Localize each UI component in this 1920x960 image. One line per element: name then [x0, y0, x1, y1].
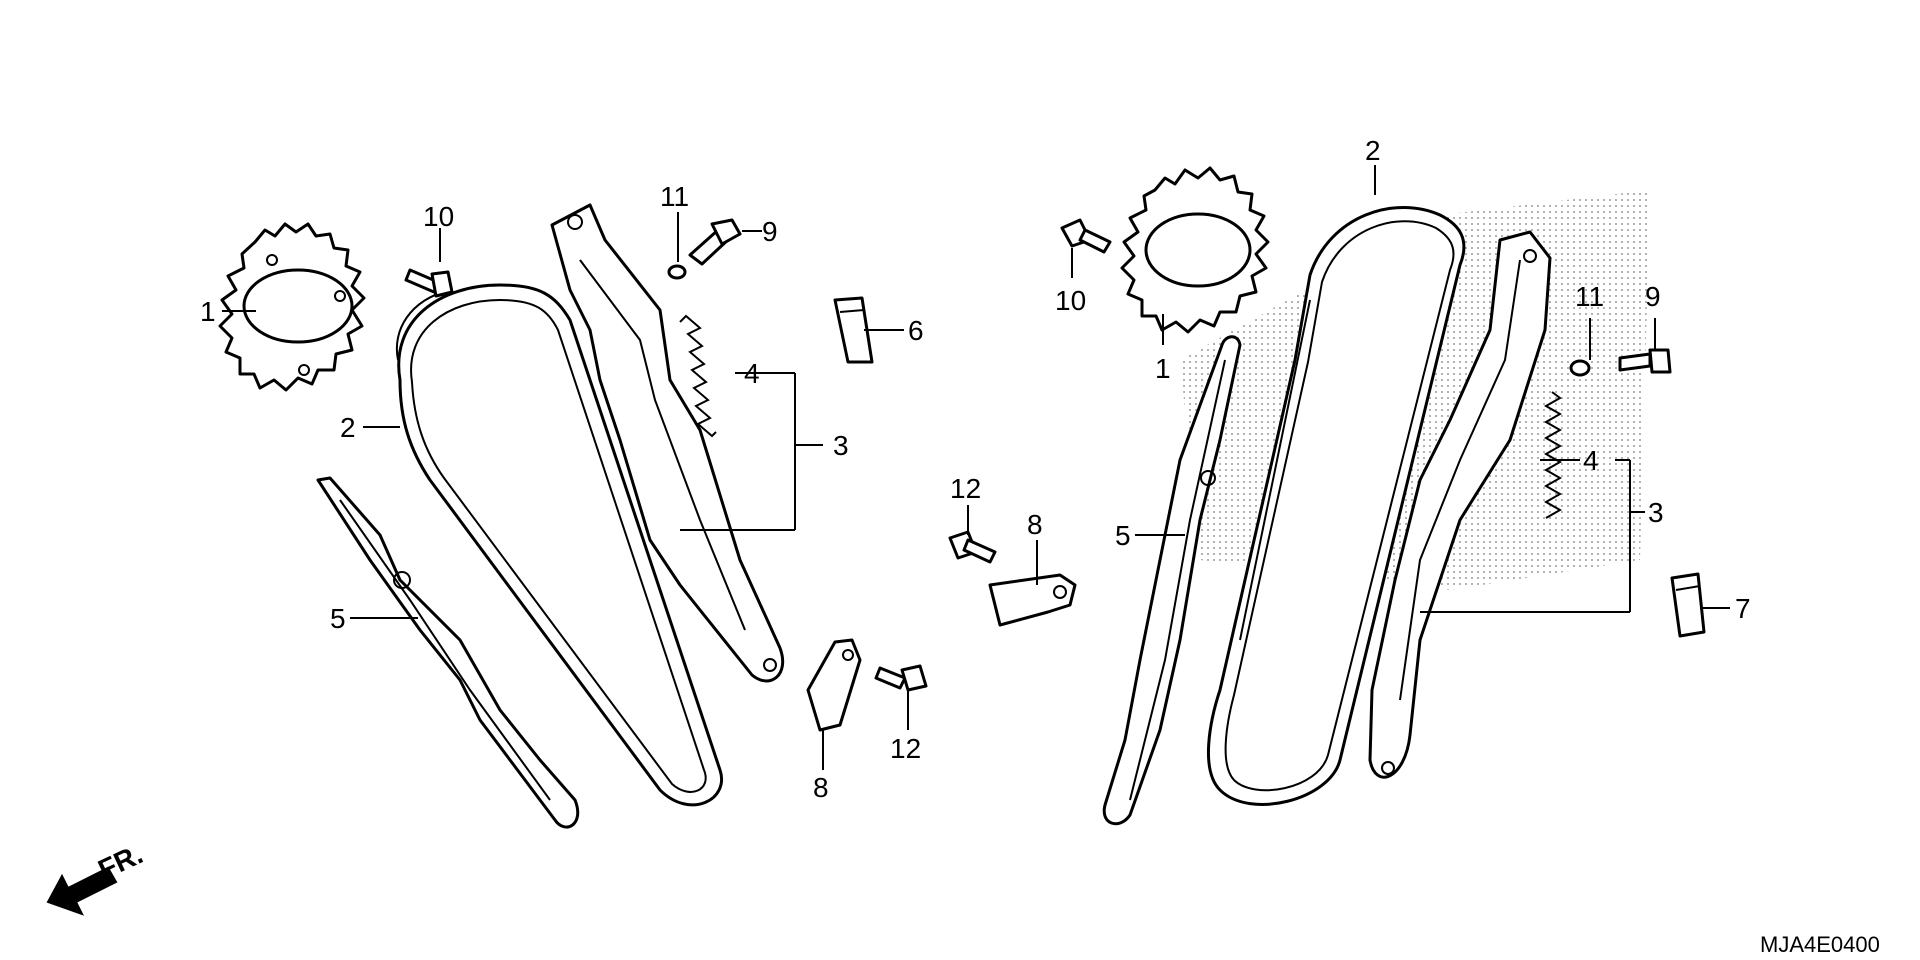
flange-bolt-icon[interactable]: [874, 664, 928, 692]
callout-guide: 5: [1115, 520, 1131, 551]
cam-chain-icon[interactable]: [1207, 206, 1466, 806]
callout-bolt-12b: 12: [890, 733, 921, 764]
plate-icon[interactable]: [988, 573, 1077, 627]
flange-bolt-icon[interactable]: [404, 268, 454, 298]
left-assembly: 1 2 3 4 5 6 9 10 11 12 8 8 12: [200, 181, 1077, 829]
callout-bolt-10: 10: [1055, 285, 1086, 316]
callout-chain: 2: [340, 412, 356, 443]
flange-bolt-icon[interactable]: [948, 530, 997, 564]
callout-washer: 11: [1575, 281, 1604, 312]
front-arrow-icon: FR.: [46, 838, 147, 916]
tensioner-icon[interactable]: [1368, 230, 1552, 779]
tensioner-icon[interactable]: [550, 203, 785, 683]
diagram-code: MJA4E0400: [1760, 932, 1880, 957]
cam-chain-icon[interactable]: [395, 283, 724, 807]
sprocket-icon[interactable]: [1120, 166, 1270, 334]
flange-bolt-icon[interactable]: [1618, 348, 1672, 374]
washer-icon[interactable]: [1569, 359, 1591, 377]
callout-slipper: 6: [908, 315, 924, 346]
slipper-icon[interactable]: [833, 296, 874, 364]
callout-spring: 4: [744, 358, 760, 389]
flange-bolt-icon[interactable]: [688, 218, 742, 266]
callout-plate-a: 8: [1027, 509, 1043, 540]
spring-icon[interactable]: [679, 314, 717, 438]
washer-icon[interactable]: [667, 264, 687, 280]
leader-lines: [1071, 165, 1730, 613]
callout-bolt-10: 10: [423, 201, 454, 232]
callout-washer: 11: [660, 181, 689, 212]
right-assembly: 1 2 3 4 5 7 9 10 11: [1055, 135, 1751, 826]
callout-sprocket: 1: [1155, 353, 1171, 384]
callout-slipper: 7: [1735, 593, 1751, 624]
callout-sprocket: 1: [200, 296, 216, 327]
callout-chain: 2: [1365, 135, 1381, 166]
callout-bolt-9: 9: [762, 216, 778, 247]
callout-plate-b: 8: [813, 772, 829, 803]
guide-icon[interactable]: [1102, 335, 1242, 826]
callout-spring: 4: [1583, 445, 1599, 476]
callout-guide: 5: [330, 603, 346, 634]
plate-icon[interactable]: [806, 638, 862, 732]
slipper-icon[interactable]: [1670, 572, 1706, 638]
leader-lines: [222, 212, 1038, 770]
flange-bolt-icon[interactable]: [1060, 218, 1112, 254]
callout-tensioner: 3: [1648, 497, 1664, 528]
sprocket-icon[interactable]: [218, 222, 366, 392]
spring-icon[interactable]: [1543, 391, 1563, 519]
callout-bolt-12a: 12: [950, 473, 981, 504]
callout-tensioner: 3: [833, 430, 849, 461]
guide-icon[interactable]: [316, 476, 580, 829]
callout-bolt-9: 9: [1645, 281, 1661, 312]
